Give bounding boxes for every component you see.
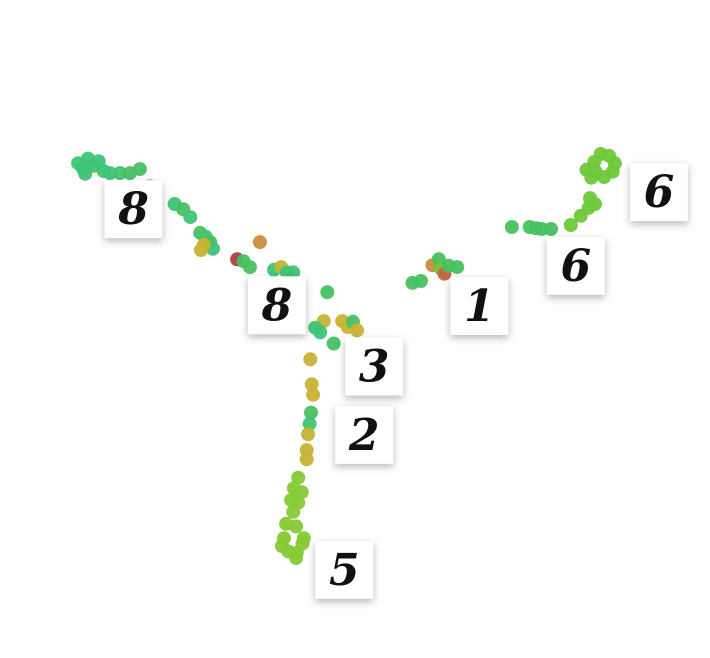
scatter-point bbox=[103, 166, 117, 181]
scatter-point bbox=[291, 470, 306, 485]
digit-thumbnail: 8 bbox=[104, 180, 163, 239]
scatter-point bbox=[450, 260, 465, 275]
thumbnail-frame bbox=[247, 276, 306, 335]
digit-thumbnail: 2 bbox=[335, 405, 394, 464]
digit-thumbnail: 1 bbox=[450, 277, 509, 335]
thumbnail-digit: 6 bbox=[644, 167, 675, 218]
scatter-point bbox=[294, 485, 309, 500]
scatter-point bbox=[286, 265, 301, 280]
digit-thumbnail: 6 bbox=[629, 163, 688, 222]
thumbnail-digit: 3 bbox=[359, 342, 390, 393]
scatter-point bbox=[304, 405, 318, 420]
scatter-point bbox=[301, 427, 316, 442]
thumbnail-digit: 2 bbox=[348, 410, 380, 461]
scatter-point bbox=[583, 191, 597, 206]
scatter-point bbox=[350, 323, 365, 338]
thumbnail-digit: 5 bbox=[329, 545, 360, 596]
digit-thumbnail: 3 bbox=[345, 337, 404, 396]
scatter-point bbox=[414, 274, 428, 288]
thumbnail-frame bbox=[450, 277, 509, 335]
thumbnail-frame bbox=[546, 236, 605, 295]
points-layer bbox=[71, 147, 622, 565]
scatter-point bbox=[299, 452, 314, 467]
digit-thumbnail: 6 bbox=[546, 236, 605, 295]
scatter-point bbox=[193, 243, 208, 257]
scatter-point bbox=[588, 164, 603, 179]
scatter-point bbox=[242, 260, 257, 275]
scatter-point bbox=[326, 336, 341, 351]
scatter-point bbox=[296, 531, 311, 546]
thumbnail-digit: 6 bbox=[560, 241, 591, 292]
thumbnail-frame bbox=[629, 163, 688, 222]
thumbnail-frame bbox=[335, 405, 394, 464]
scatter-point bbox=[306, 387, 321, 402]
digit-thumbnail: 5 bbox=[315, 540, 374, 599]
thumbnail-frame bbox=[345, 337, 404, 396]
scatter-point bbox=[320, 285, 335, 300]
scatter-point bbox=[304, 377, 319, 392]
scatter-point bbox=[183, 210, 198, 225]
thumbnail-digit: 8 bbox=[261, 280, 293, 331]
thumbnail-digit: 1 bbox=[464, 281, 495, 332]
scatter-point bbox=[78, 166, 93, 181]
scatter-point bbox=[303, 352, 318, 367]
scatter-point bbox=[504, 220, 519, 234]
scatter-point bbox=[289, 519, 304, 534]
digit-thumbnail: 8 bbox=[247, 276, 306, 335]
thumbnails-layer: 8 8 3 2 5 1 6 6 bbox=[104, 163, 688, 599]
scatter-point bbox=[289, 551, 304, 565]
scatter-point bbox=[302, 416, 317, 431]
scatter-point bbox=[132, 162, 147, 177]
thumbnail-digit: 8 bbox=[117, 184, 149, 235]
scatter-point bbox=[252, 235, 267, 250]
scatter-point bbox=[313, 325, 328, 340]
scatter-point bbox=[286, 504, 301, 519]
scatter-point bbox=[544, 222, 558, 236]
scatter-point bbox=[563, 218, 578, 232]
thumbnail-frame bbox=[104, 180, 163, 239]
thumbnail-frame bbox=[315, 540, 374, 599]
scatter-point bbox=[113, 166, 127, 181]
